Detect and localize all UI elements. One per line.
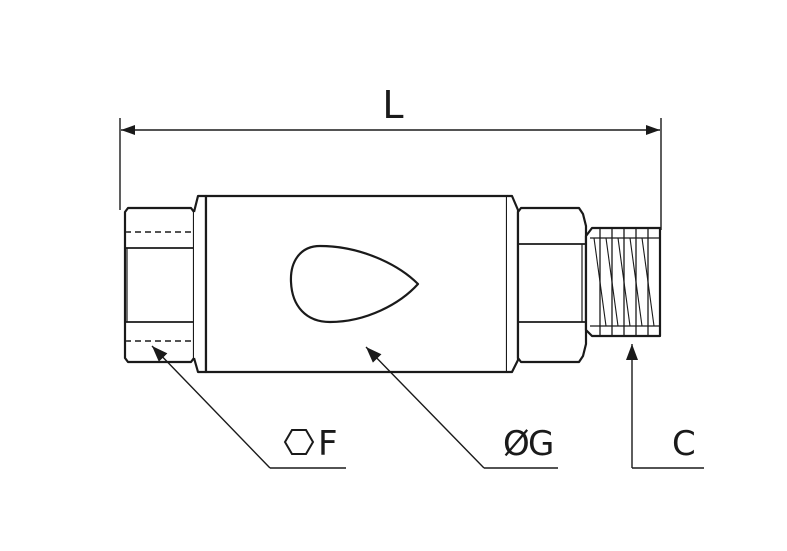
left-hex-body [123,206,196,364]
length-label: L [382,83,403,127]
hex-size-label: F [318,424,338,464]
teardrop-window [289,244,420,324]
diameter-label: G [528,424,554,464]
hex-size-leader [151,345,346,469]
male-thread [584,226,662,338]
internal-thread-lines [125,231,205,342]
diameter-leader [365,346,558,469]
thread-leader [626,344,704,469]
right-neck [507,194,520,374]
fitting-part [123,194,662,374]
right-hex-body [516,206,588,364]
diameter-symbol: Ø [503,424,530,464]
thread-label: C [672,424,696,464]
left-neck [192,194,208,374]
length-dimension [119,118,662,230]
hexagon-icon [283,429,315,455]
